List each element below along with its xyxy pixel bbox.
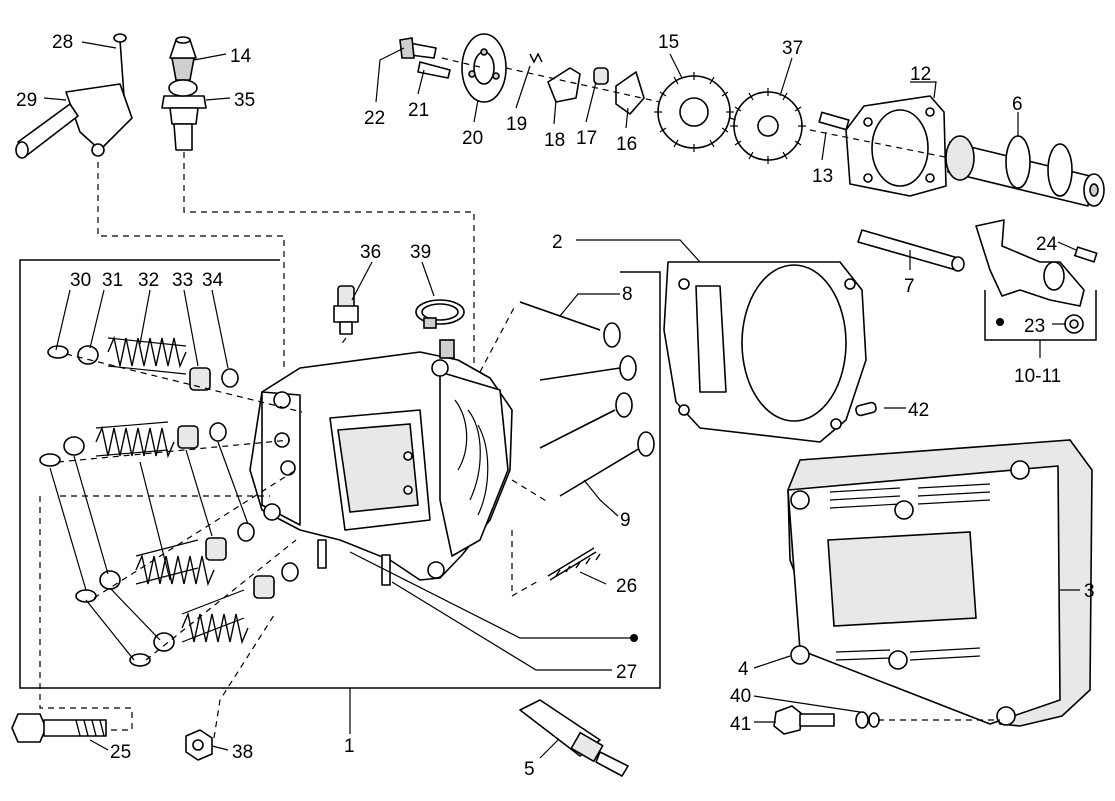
valve-stem-seals (177, 367, 275, 599)
label-32: 32 (138, 270, 159, 291)
label-19: 19 (506, 114, 527, 135)
label-18: 18 (544, 130, 565, 151)
label-27: 27 (616, 662, 637, 683)
label-38: 38 (232, 742, 253, 763)
label-5: 5 (524, 759, 535, 780)
label-42: 42 (908, 400, 929, 421)
label-29: 29 (16, 90, 37, 111)
rocker-shaft (857, 229, 965, 272)
label-34: 34 (202, 270, 224, 291)
camshaft-plate (845, 95, 947, 197)
callout-labels: 1 2 3 4 5 6 7 8 9 10-11 12 13 14 15 16 1… (16, 32, 1095, 780)
bolt-25 (11, 713, 107, 743)
decompressor-parts (399, 33, 645, 115)
spring-retainers (63, 345, 175, 652)
label-15: 15 (658, 32, 679, 53)
label-8: 8 (622, 284, 633, 305)
leader-lines (43, 41, 1080, 759)
cap-14 (169, 36, 197, 59)
spring-seat-washers (209, 368, 299, 582)
valves (519, 301, 655, 497)
label-31: 31 (102, 270, 123, 291)
label-23: 23 (1024, 316, 1045, 337)
label-12: 12 (910, 64, 931, 85)
nut-38 (185, 729, 213, 761)
label-35: 35 (234, 90, 255, 111)
label-28: 28 (52, 32, 73, 53)
intake-nipple-35 (161, 57, 207, 151)
label-21: 21 (408, 100, 429, 121)
label-39: 39 (410, 242, 431, 263)
label-16: 16 (616, 134, 637, 155)
label-24: 24 (1036, 234, 1058, 255)
label-41: 41 (730, 714, 751, 735)
dashed-assembly-lines (39, 57, 1000, 739)
hose-clamp (415, 299, 465, 329)
label-9: 9 (620, 510, 631, 531)
sprocket-15 (654, 72, 734, 152)
label-7: 7 (904, 276, 915, 297)
label-26: 26 (616, 576, 637, 597)
camshaft (945, 135, 1105, 207)
valve-keepers (39, 345, 151, 667)
dowel-pin-42 (855, 401, 877, 417)
label-22: 22 (364, 108, 385, 129)
label-40: 40 (730, 686, 751, 707)
label-1: 1 (344, 736, 355, 757)
label-4: 4 (738, 659, 749, 680)
label-36: 36 (360, 242, 381, 263)
valve-springs (95, 335, 249, 645)
valve-cover (787, 439, 1093, 727)
label-30: 30 (70, 270, 91, 291)
sprocket-37 (730, 88, 806, 164)
vent-valve-29 (15, 33, 133, 159)
head-gasket (663, 261, 867, 443)
stud-26 (547, 547, 601, 581)
bolt-41-washer-40 (773, 705, 880, 735)
cam-bolt-13 (818, 111, 850, 131)
label-20: 20 (462, 128, 483, 149)
label-10-11: 10-11 (1014, 366, 1061, 387)
label-3: 3 (1084, 581, 1095, 602)
label-13: 13 (812, 166, 833, 187)
temperature-sensor (333, 285, 359, 335)
label-25: 25 (110, 742, 131, 763)
label-33: 33 (172, 270, 193, 291)
label-2: 2 (552, 232, 563, 253)
screw-24 (1074, 246, 1098, 263)
label-37: 37 (782, 38, 803, 59)
rocker-arm (975, 219, 1091, 334)
cylinder-head (249, 339, 513, 586)
label-6: 6 (1012, 94, 1023, 115)
spark-plug (519, 699, 629, 777)
label-14: 14 (230, 46, 252, 67)
cylinder-head-group-frame (19, 259, 661, 689)
label-17: 17 (576, 128, 597, 149)
